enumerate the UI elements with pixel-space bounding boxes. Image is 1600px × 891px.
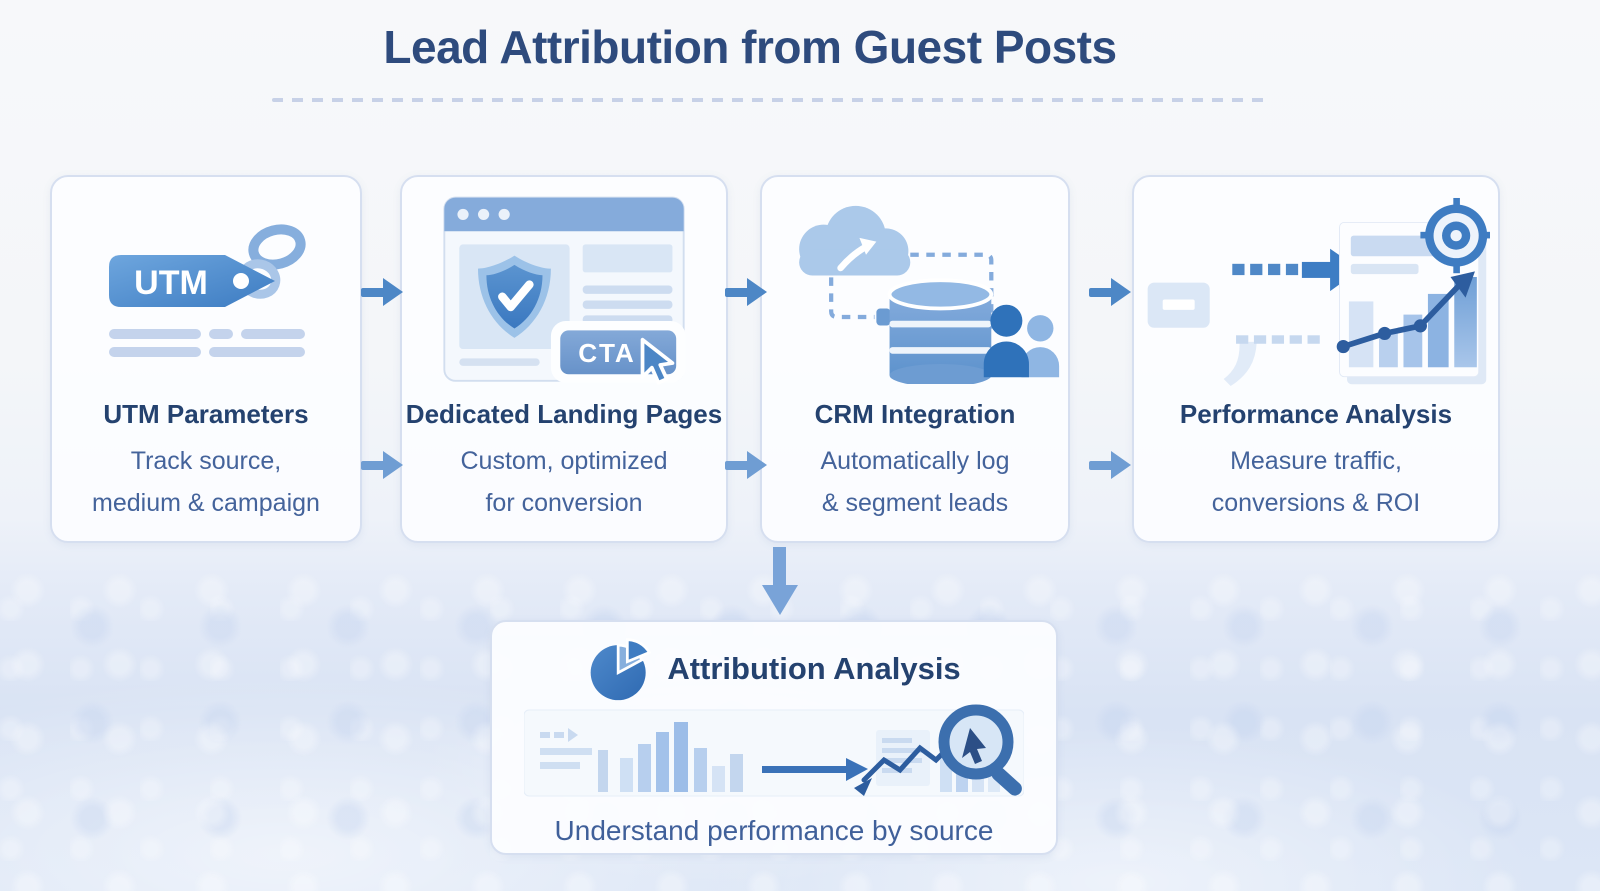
cta-label: CTA <box>578 338 635 368</box>
result-title: Attribution Analysis <box>667 651 961 686</box>
card-dedicated-landing-pages: CTA Dedicated Landing Pages Custom, opti… <box>400 175 728 543</box>
trend-line-icon <box>1336 270 1475 353</box>
crm-graphic <box>799 205 1060 384</box>
trend-line-icon <box>854 735 961 796</box>
flow-arrow-right-icon <box>1089 451 1131 479</box>
report-line <box>1350 263 1419 274</box>
page-title: Lead Attribution from Guest Posts <box>383 21 1117 73</box>
card-title: CRM Integration <box>814 399 1016 429</box>
result-header: Attribution Analysis <box>587 636 961 702</box>
landing-page-graphic: CTA <box>443 196 686 385</box>
utm-tag-label: UTM <box>134 264 208 302</box>
card-subtitle: Track source, medium & campaign <box>92 447 320 517</box>
landing-page-cta-icon: CTA <box>433 191 695 393</box>
tag-hole <box>233 273 249 289</box>
flow-arrow-right-icon <box>361 278 403 306</box>
flow-arrow-right-icon <box>361 451 403 479</box>
mini-legend <box>540 728 608 792</box>
card-crm-integration: CRM Integration Automatically log & segm… <box>760 175 1070 543</box>
database-icon <box>887 278 994 384</box>
utm-tag-graphic: UTM <box>109 224 306 357</box>
text-lines <box>109 329 305 357</box>
card-utm-parameters: UTM UTM Parameters Track source, medium … <box>50 175 362 543</box>
people-icon <box>983 304 1060 378</box>
attribution-chart-strip <box>523 704 1025 805</box>
magnifier-icon <box>938 704 1022 796</box>
arrow-right-icon <box>762 758 868 781</box>
title-divider <box>272 98 1268 102</box>
cloud-icon <box>799 205 911 276</box>
crm-cloud-database-icon <box>769 191 1061 393</box>
flow-arrow-right-icon <box>1089 278 1131 306</box>
bar-chart-icon <box>620 722 743 792</box>
flow-arrow-down-icon <box>762 547 798 615</box>
minus-glyph <box>1162 299 1195 310</box>
card-attribution-analysis: Attribution Analysis <box>490 620 1058 855</box>
target-icon <box>1420 197 1490 273</box>
performance-graphic: , <box>1147 196 1490 389</box>
flow-arrow-right-icon <box>725 451 767 479</box>
card-title: Dedicated Landing Pages <box>405 399 723 429</box>
report-header-bar <box>1350 235 1442 256</box>
chain-link-icon <box>248 224 306 270</box>
attribution-graphic <box>523 704 1025 797</box>
browser-header <box>444 197 684 231</box>
browser-dots-icon <box>457 208 510 220</box>
tag-shape <box>109 255 275 307</box>
dashed-connector-lines <box>829 252 994 331</box>
dashed-line <box>1236 334 1320 344</box>
card-subtitle: Measure traffic, conversions & ROI <box>1211 447 1421 517</box>
card-performance-analysis: , <box>1132 175 1500 543</box>
connector-node <box>876 308 891 326</box>
quote-mark-shape: , <box>1217 196 1274 388</box>
pie-chart-icon <box>590 638 652 701</box>
card-subtitle: Custom, optimized for conversion <box>460 447 668 517</box>
card-title: Performance Analysis <box>1179 399 1453 429</box>
shield-check-icon <box>477 255 551 338</box>
bar-chart-icon <box>1348 276 1477 367</box>
performance-report-target-icon: , <box>1142 191 1490 393</box>
cursor-icon <box>640 337 675 385</box>
cloud-arrow-icon <box>837 237 877 272</box>
card-subtitle: Automatically log & segment leads <box>820 447 1010 517</box>
result-subtitle: Understand performance by source <box>554 815 994 846</box>
flow-arrow-right-icon <box>725 278 767 306</box>
utm-tag-icon: UTM <box>91 191 321 393</box>
card-title: UTM Parameters <box>103 399 309 429</box>
